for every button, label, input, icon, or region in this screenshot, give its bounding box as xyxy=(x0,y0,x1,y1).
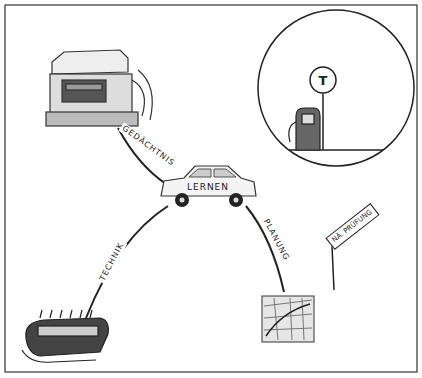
planning-map xyxy=(262,296,314,342)
node-text: LERNEN xyxy=(158,182,258,193)
memory-machine xyxy=(46,50,152,126)
branch-label: PLANUNG xyxy=(260,216,292,265)
inset-circle xyxy=(258,10,414,166)
node-text: NÄ. PRÜFUNG xyxy=(328,206,377,247)
technique-tool xyxy=(22,310,108,362)
branch-label: GEDÄCHTNIS xyxy=(118,122,178,169)
branch-line xyxy=(86,206,168,318)
frame xyxy=(5,5,417,372)
node-text: T xyxy=(309,73,337,88)
road-sign: NÄ. PRÜFUNG xyxy=(325,203,379,250)
node-label: NÄ. PRÜFUNG xyxy=(328,206,377,247)
node-label: T xyxy=(309,73,337,88)
branch-label: TECHNIK xyxy=(97,239,127,284)
sign-pole xyxy=(322,94,324,150)
node-label: LERNEN xyxy=(158,182,258,193)
sign-circle: T xyxy=(309,66,337,94)
sign-post xyxy=(332,246,334,290)
car-node: LERNEN xyxy=(158,163,258,209)
fuel-pump xyxy=(289,108,320,150)
